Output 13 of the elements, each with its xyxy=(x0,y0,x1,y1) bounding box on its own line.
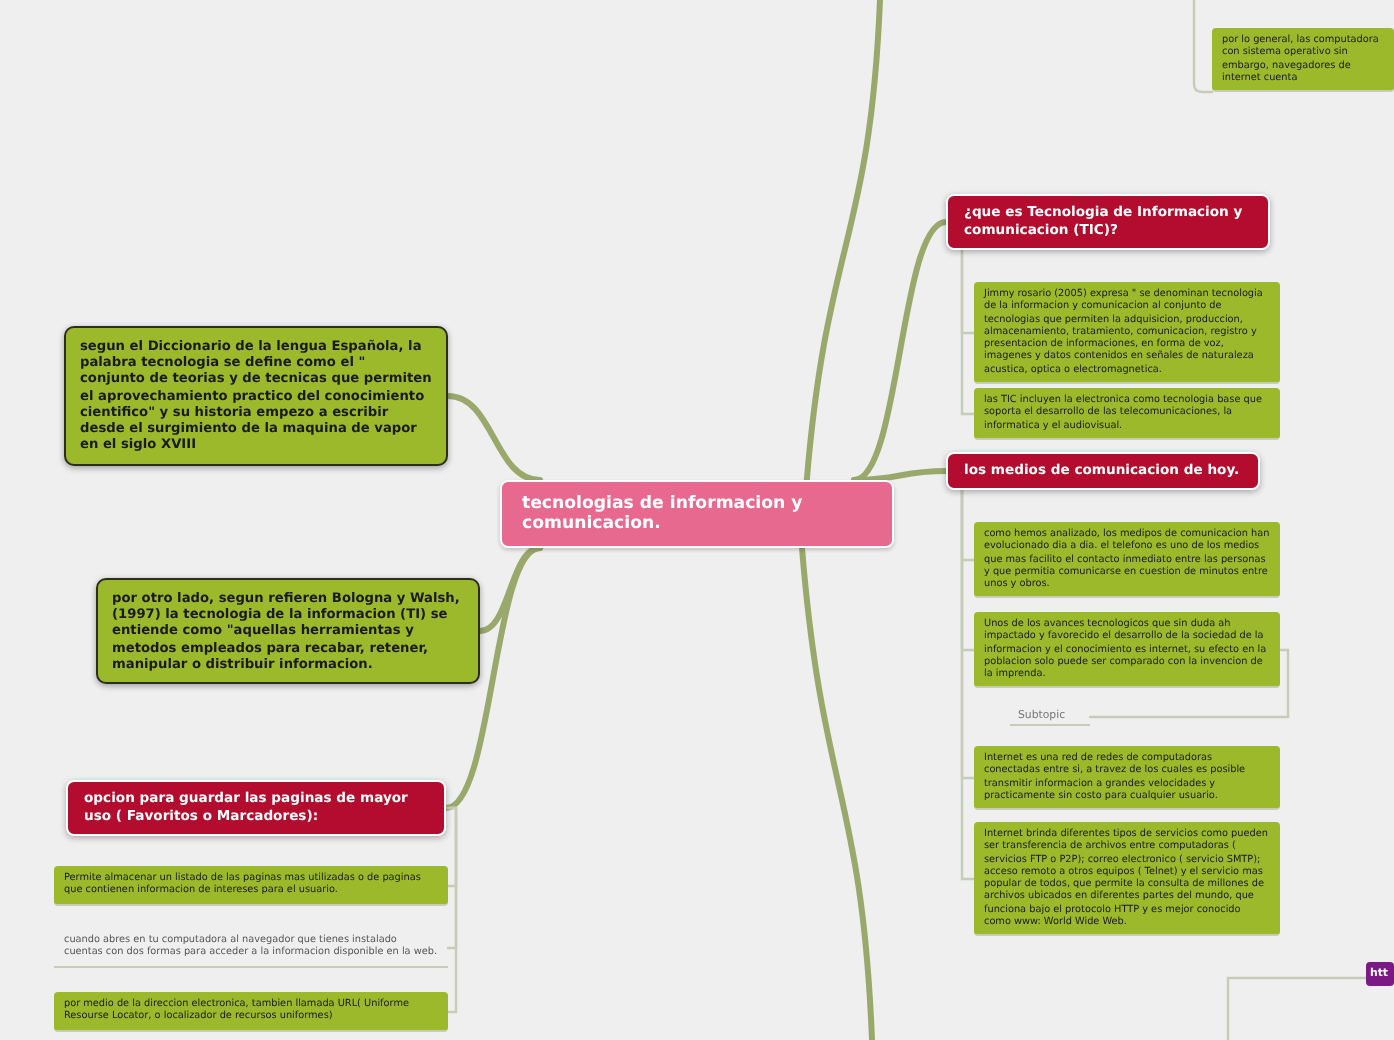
connector-line xyxy=(1192,0,1214,94)
connector-line xyxy=(960,248,976,416)
connector-line xyxy=(444,806,458,1014)
connector-line xyxy=(803,0,883,483)
connector-line xyxy=(445,393,543,483)
connector-line xyxy=(960,488,976,881)
central-topic-box: tecnologias de informacion y comunicacion. xyxy=(500,480,894,548)
connector-line xyxy=(851,219,949,483)
connector-line xyxy=(799,545,875,1040)
connector-line xyxy=(1088,648,1290,719)
connector-line xyxy=(851,468,949,483)
connector-line xyxy=(443,545,543,811)
connector-line xyxy=(1226,976,1368,1040)
